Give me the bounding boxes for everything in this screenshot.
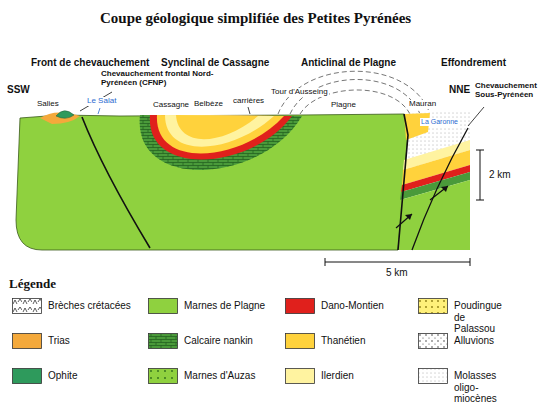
place-label: Mauran — [408, 100, 437, 109]
place-label: Tour d'Ausseing — [270, 88, 329, 97]
legend-swatch — [12, 333, 42, 349]
scale-label: 5 km — [385, 267, 409, 278]
legend-swatch — [418, 368, 448, 384]
legend-text: Ophite — [48, 370, 132, 382]
legend-swatch — [285, 368, 315, 384]
place-label: Plagne — [330, 101, 357, 110]
legend-swatch — [12, 298, 42, 314]
scale-label: 2 km — [488, 169, 512, 180]
legend-heading: Légende — [8, 277, 57, 291]
legend-text: Ilerdien — [321, 370, 405, 382]
legend-text: Molasses oligo-miocènes — [454, 370, 502, 404]
legend-swatch — [148, 298, 178, 314]
place-label: Synclinal de Cassagne — [160, 57, 270, 68]
legend-text: Alluvions — [454, 335, 502, 347]
legend-text: Calcaire nankin — [184, 335, 268, 347]
place-label: Anticlinal de Plagne — [300, 57, 397, 68]
place-label: Le Salat — [86, 97, 117, 106]
legend-text: Marnes d'Auzas — [184, 370, 268, 382]
place-label: Chevauchement Sous-Pyrénéen — [474, 82, 546, 100]
legend-text: Dano-Montien — [321, 300, 405, 312]
legend-text: Brèches crétacées — [48, 300, 132, 312]
legend-text: Poudingue de Palassou — [454, 300, 502, 335]
place-label: La Garonne — [420, 118, 459, 126]
legend-swatch — [418, 333, 448, 349]
place-label: SSW — [6, 84, 31, 95]
place-label: Belbèze — [193, 100, 224, 109]
place-label: NNE — [448, 84, 471, 95]
title: Coupe géologique simplifiée des Petites … — [100, 10, 411, 27]
legend-swatch — [285, 298, 315, 314]
place-label: Front de chevauchement — [30, 57, 150, 68]
legend-swatch — [148, 368, 178, 384]
place-label: carrières — [232, 97, 265, 106]
place-label: Cassagne — [152, 101, 190, 110]
place-label: Effondrement — [440, 57, 507, 68]
place-label: Chevauchement frontal Nord-Pyrénéen (CFN… — [100, 70, 220, 88]
legend-text: Marnes de Plagne — [184, 300, 268, 312]
legend-swatch — [418, 298, 448, 314]
legend-text: Thanétien — [321, 335, 405, 347]
legend-swatch — [148, 333, 178, 349]
legend-swatch — [285, 333, 315, 349]
legend-swatch — [12, 368, 42, 384]
place-label: Salies — [36, 100, 60, 109]
legend-text: Trias — [48, 335, 132, 347]
